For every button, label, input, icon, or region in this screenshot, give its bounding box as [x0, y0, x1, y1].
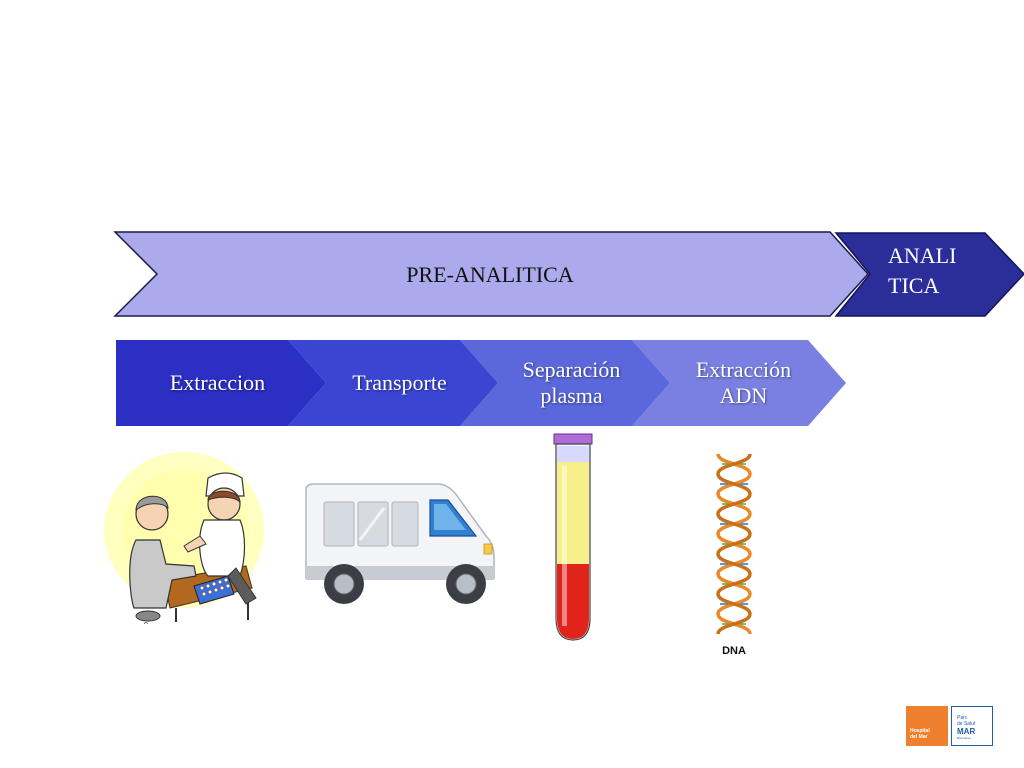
step-label-transporte: Transporte: [352, 370, 447, 395]
dna-helix-illustration: [716, 453, 752, 635]
blood-draw-illustration: o: [104, 452, 264, 624]
pre-analitica-arrow: [113, 231, 870, 317]
parc-de-salut-mar-logo: Parc de Salut MAR Barcelona: [951, 706, 993, 746]
step-chevron-1: [116, 340, 326, 426]
step-chevron-2: [288, 340, 498, 426]
analitica-arrow: [834, 232, 1024, 317]
dna-caption: DNA: [722, 645, 746, 657]
pre-analitica-label: PRE-ANALITICA: [406, 262, 574, 287]
svg-text:o: o: [144, 621, 148, 624]
step-label-extraccion: Extraccion: [169, 370, 266, 395]
plasma-tube-illustration: [553, 433, 593, 641]
analitica-label: ANALI TICA: [888, 241, 988, 301]
analitica-label-line2: TICA: [888, 273, 940, 298]
hospital-del-mar-logo: Hospital del Mar: [906, 706, 948, 746]
step-chevron-4: [632, 340, 846, 426]
step-chevron-3: [460, 340, 670, 426]
transport-van-illustration: [305, 483, 495, 604]
analitica-label-line1: ANALI: [888, 243, 957, 268]
